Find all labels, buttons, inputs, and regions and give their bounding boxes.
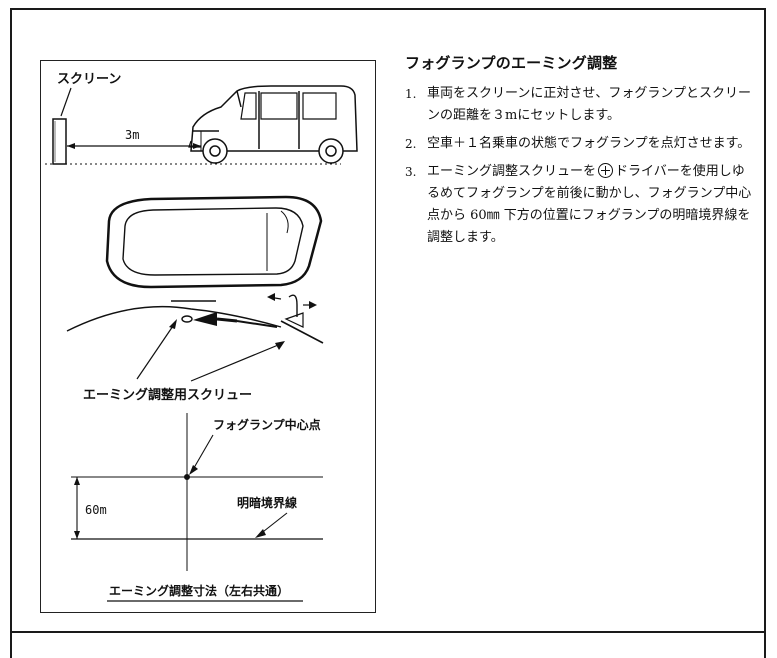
step-number: 1. [405,87,417,101]
step-1: 1. 車両をスクリーンに正対させ、フォグランプとスクリーンの距離を３mにセットし… [405,83,755,127]
steps-list: 1. 車両をスクリーンに正対させ、フォグランプとスクリーンの距離を３mにセットし… [405,83,755,249]
distance-arrow: 3m [67,128,202,151]
screw-icon [181,315,193,323]
page-frame [10,8,766,658]
figure-panel: スクリーン 3m [40,60,376,613]
distance-label: 3m [125,128,139,142]
section-title: フォグランプのエーミング調整 [405,54,618,72]
figure-illustration: スクリーン 3m [45,72,358,602]
van-icon [188,85,358,164]
center-label: フォグランプ中心点 [213,417,321,432]
aiming-screw-diagram [66,293,324,382]
aiming-dimension-diagram [71,413,323,571]
step-number: 2. [405,137,417,151]
height-label: 60m [85,503,107,517]
fog-lamp-icon [105,195,323,289]
step-text-after: ドライバーを使用しゆるめてフォグランプを前後に動かし、フォグランプ中心点から 6… [427,164,752,245]
screwdriver-icon [280,320,324,344]
phillips-plus-icon [598,163,614,178]
step-text: 車両をスクリーンに正対させ、フォグランプとスクリーンの距離を３mにセットします。 [427,86,751,123]
step-number: 3. [405,165,417,179]
bottom-rule [10,631,766,633]
screw-label: エーミング調整用スクリュー [83,387,252,403]
step-text-before: エーミング調整スクリューを [427,164,597,179]
screen-label: スクリーン [57,72,121,87]
instruction-section: フォグランプのエーミング調整 1. 車両をスクリーンに正対させ、フォグランプとス… [405,52,755,255]
step-3: 3. エーミング調整スクリューをドライバーを使用しゆるめてフォグランプを前後に動… [405,161,755,249]
figure-caption: エーミング調整寸法（左右共通） [109,583,289,598]
step-2: 2. 空車＋１名乗車の状態でフォグランプを点灯させます。 [405,133,755,155]
screen-diagram: スクリーン [45,72,341,165]
step-text: 空車＋１名乗車の状態でフォグランプを点灯させます。 [427,136,751,151]
cutoff-label: 明暗境界線 [237,495,297,510]
